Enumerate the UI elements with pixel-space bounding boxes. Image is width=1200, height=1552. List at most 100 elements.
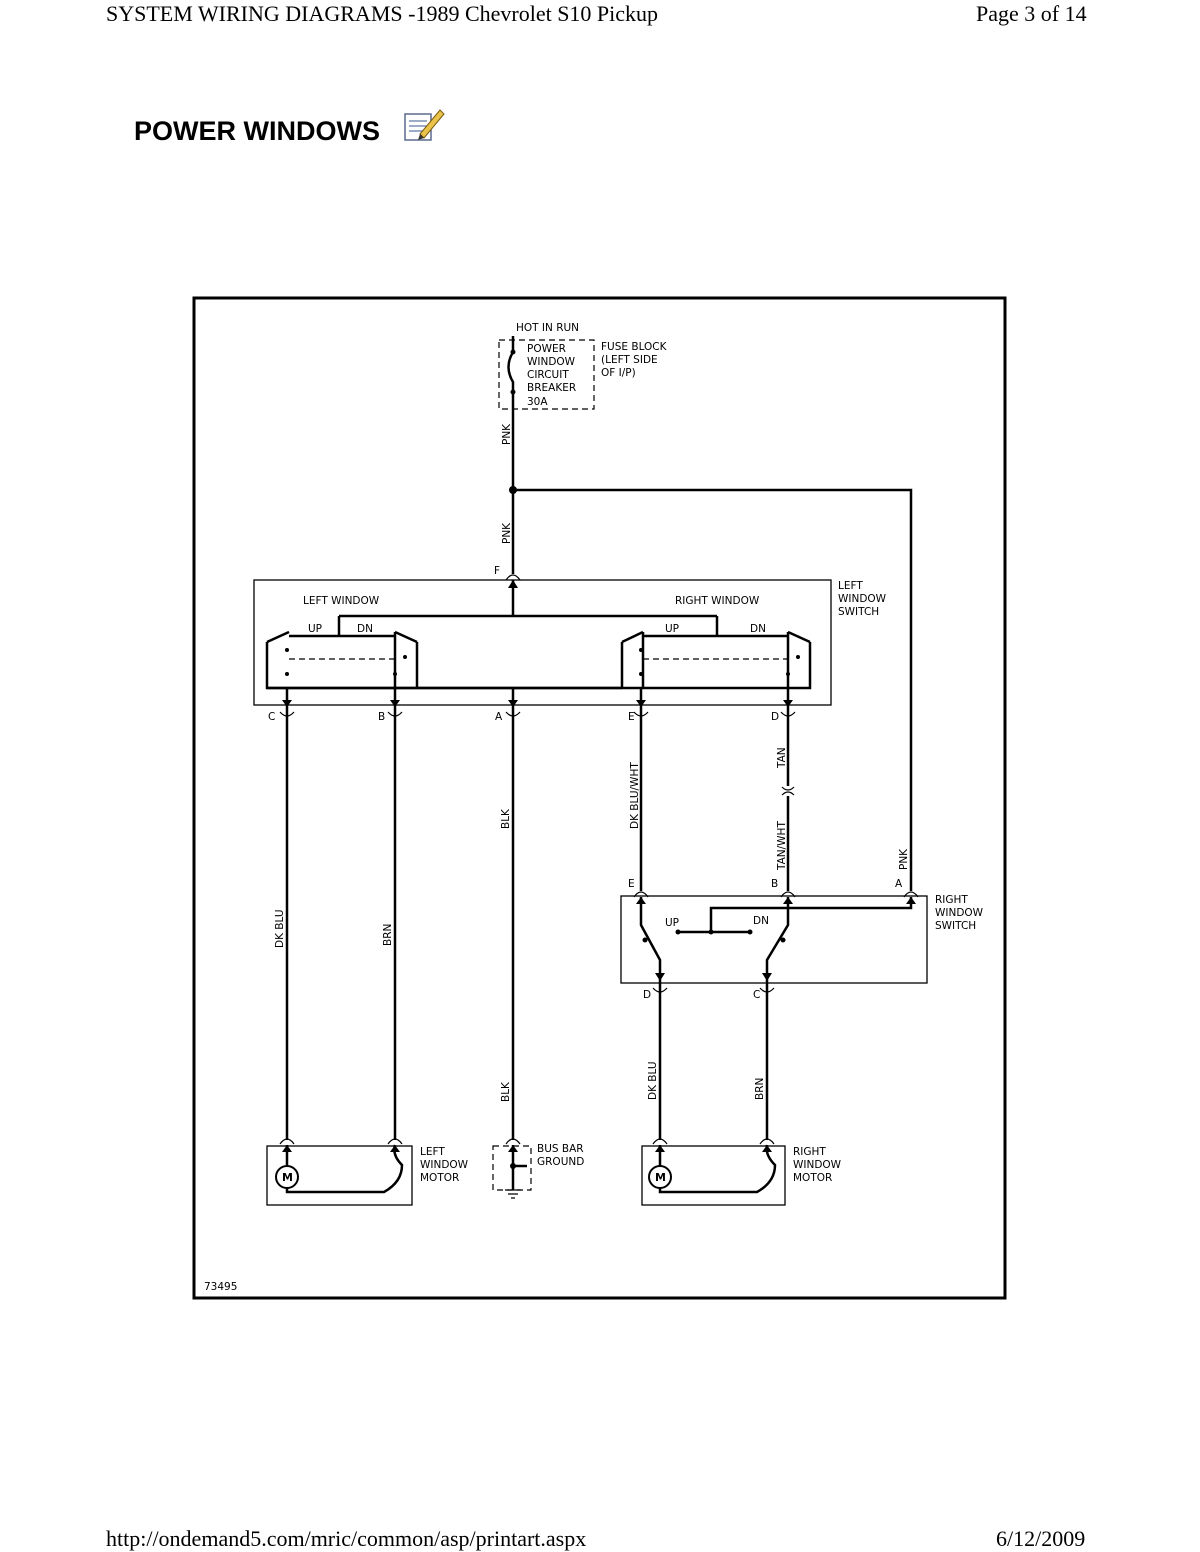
right-motor-label-2: WINDOW	[793, 1159, 842, 1171]
brn-label-left: BRN	[382, 924, 394, 946]
arrow-rs-c	[762, 973, 772, 981]
rs-contact-4	[642, 937, 648, 943]
left-switch-inner-frame	[265, 632, 513, 690]
left-dn-blade	[394, 630, 418, 644]
pin-e-right-switch: E	[628, 878, 635, 890]
tan-wht-label: TAN/WHT	[776, 821, 788, 871]
left-up-blade	[266, 630, 290, 644]
pin-e-left-switch: E	[628, 711, 635, 723]
footer-date: 6/12/2009	[996, 1526, 1086, 1551]
note-pencil-icon[interactable]	[402, 106, 446, 144]
dk-blu-label-right: DK BLU	[647, 1061, 659, 1100]
right-motor-label-1: RIGHT	[793, 1146, 826, 1158]
left-contact-3	[393, 672, 397, 676]
right-motor-box	[641, 1145, 786, 1206]
rs-contact-5	[780, 937, 786, 943]
left-switch-output-connectors	[279, 700, 796, 717]
left-motor-m: M	[282, 1171, 293, 1184]
right-motor-m: M	[655, 1171, 666, 1184]
fuse-block-label-2: (LEFT SIDE	[601, 354, 658, 366]
brn-label-right: BRN	[754, 1078, 766, 1100]
in-line-connector	[781, 786, 795, 796]
left-window-section-label: LEFT WINDOW	[303, 595, 380, 607]
right-switch-dn-label: DN	[753, 915, 769, 927]
right-up-label: UP	[665, 623, 679, 635]
left-contact-2	[285, 672, 289, 676]
left-switch-label-1: LEFT	[838, 580, 863, 592]
breaker-label-1: POWER	[527, 343, 566, 355]
footer-url: http://ondemand5.com/mric/common/asp/pri…	[106, 1526, 587, 1551]
right-switch-label-2: WINDOW	[935, 907, 984, 919]
right-motor-symbol-icon	[648, 1165, 672, 1189]
left-contact-4	[403, 655, 407, 659]
circuit-breaker-element	[507, 336, 515, 392]
right-dn-label: DN	[750, 623, 766, 635]
connector-left-motor-2	[387, 1138, 403, 1145]
right-motor-wiring	[658, 1144, 777, 1194]
left-motor-box	[266, 1145, 413, 1206]
pin-b-right-switch: B	[771, 878, 778, 890]
diagram-frame	[192, 296, 1007, 1300]
ground-symbol-icon	[505, 1189, 521, 1199]
right-window-section-label: RIGHT WINDOW	[675, 595, 760, 607]
left-switch-label-3: SWITCH	[838, 606, 879, 618]
left-motor-symbol-icon	[275, 1165, 299, 1189]
right-switch-label-3: SWITCH	[935, 920, 976, 932]
left-contact-1	[285, 648, 289, 652]
bus-bar-label-2: GROUND	[537, 1156, 584, 1168]
connector-right-motor-2	[759, 1138, 775, 1145]
right-contact-1	[639, 648, 643, 652]
pin-d-right-switch: D	[643, 989, 651, 1001]
right-switch-internal-wiring	[639, 897, 913, 983]
pin-f-left-switch: F	[494, 565, 500, 577]
ground-boundary	[492, 1145, 532, 1191]
ground-node	[510, 1163, 516, 1169]
right-contact-4	[796, 655, 800, 659]
right-switch-inner-frame	[513, 632, 812, 690]
right-up-blade	[621, 630, 644, 644]
left-motor-label-3: MOTOR	[420, 1172, 459, 1184]
rs-contact-1	[675, 929, 681, 935]
document-title: SYSTEM WIRING DIAGRAMS -1989 Chevrolet S…	[106, 1, 659, 26]
figure-id: 73495	[204, 1281, 237, 1293]
left-switch-label-2: WINDOW	[838, 593, 887, 605]
blk-label-2: BLK	[500, 1081, 512, 1102]
left-window-switch-box	[253, 579, 832, 706]
tan-label: TAN	[776, 747, 788, 769]
pin-b-left-switch: B	[378, 711, 385, 723]
rs-contact-3	[747, 929, 753, 935]
bus-bar-label-1: BUS BAR	[537, 1143, 584, 1155]
pnk-wire-label-3: PNK	[898, 848, 910, 870]
breaker-label-5: 30A	[527, 396, 548, 408]
dk-blu-label-left: DK BLU	[274, 909, 286, 948]
right-contact-3	[786, 672, 790, 676]
pin-c-left-switch: C	[268, 711, 275, 723]
breaker-contact-top	[510, 349, 516, 355]
right-dn-blade	[787, 630, 811, 644]
left-motor-wiring	[285, 1144, 404, 1194]
hot-in-run-label: HOT IN RUN	[516, 322, 579, 334]
connector-f	[505, 574, 521, 581]
arrow-rs-d	[655, 973, 665, 981]
pin-d-left-switch: D	[771, 711, 779, 723]
pin-a-right-switch: A	[895, 878, 903, 890]
right-motor-label-3: MOTOR	[793, 1172, 832, 1184]
left-motor-label-2: WINDOW	[420, 1159, 469, 1171]
pin-a-left-switch: A	[495, 711, 503, 723]
breaker-label-2: WINDOW	[527, 356, 576, 368]
left-motor-label-1: LEFT	[420, 1146, 445, 1158]
connector-right-motor-1	[652, 1138, 668, 1145]
fuse-block-label-3: OF I/P)	[601, 367, 636, 379]
breaker-label-4: BREAKER	[527, 382, 576, 394]
breaker-label-3: CIRCUIT	[527, 369, 569, 381]
fuse-block-boundary	[498, 339, 595, 410]
left-up-label: UP	[308, 623, 322, 635]
blk-label-1: BLK	[500, 808, 512, 829]
right-switch-up-label: UP	[665, 917, 679, 929]
connector-ground	[505, 1138, 521, 1145]
left-dn-label: DN	[357, 623, 373, 635]
pnk-wire-label-1: PNK	[501, 423, 513, 445]
rs-contact-2	[708, 929, 714, 935]
right-window-switch-box	[620, 895, 928, 984]
